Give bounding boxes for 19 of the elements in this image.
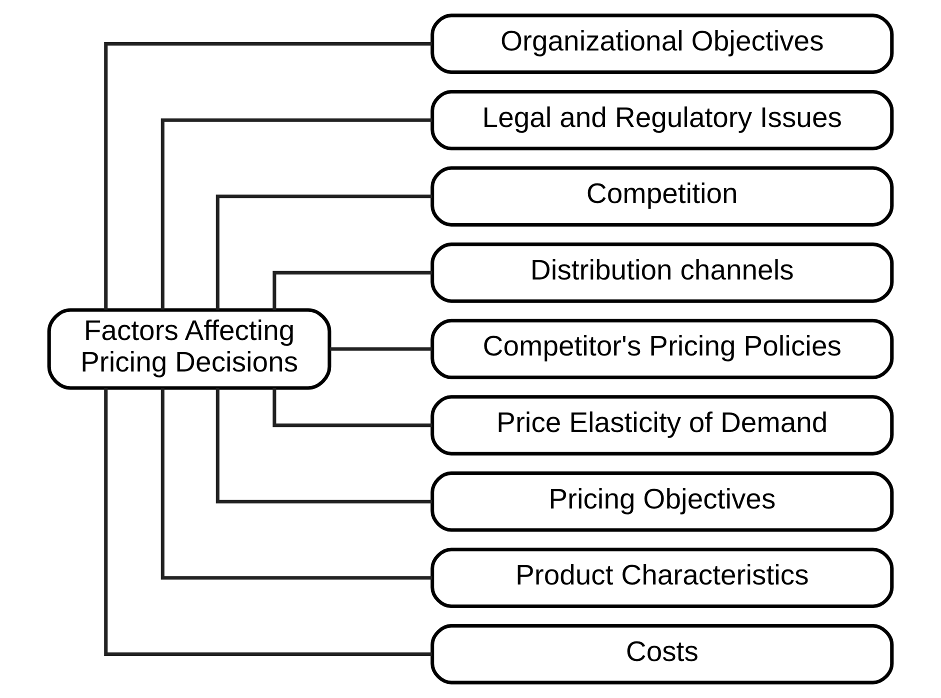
connector xyxy=(216,388,432,504)
node-box: Distribution channels xyxy=(430,242,894,303)
connector xyxy=(160,118,432,310)
node-box: Competition xyxy=(430,166,894,227)
node-box: Competitor's Pricing Policies xyxy=(430,318,894,380)
connector xyxy=(272,388,432,428)
connector xyxy=(272,270,432,310)
connector xyxy=(104,388,432,656)
node-box: Price Elasticity of Demand xyxy=(430,395,894,456)
node-box: Legal and Regulatory Issues xyxy=(430,90,894,150)
connector xyxy=(104,42,432,310)
node-box: Organizational Objectives xyxy=(430,14,894,74)
connector xyxy=(330,347,432,351)
node-box: Costs xyxy=(430,624,894,684)
node-box: Factors Affecting Pricing Decisions xyxy=(47,308,332,390)
node-box: Pricing Objectives xyxy=(430,471,894,532)
connector xyxy=(160,388,432,580)
node-box: Product Characteristics xyxy=(430,548,894,608)
connector xyxy=(216,194,432,310)
